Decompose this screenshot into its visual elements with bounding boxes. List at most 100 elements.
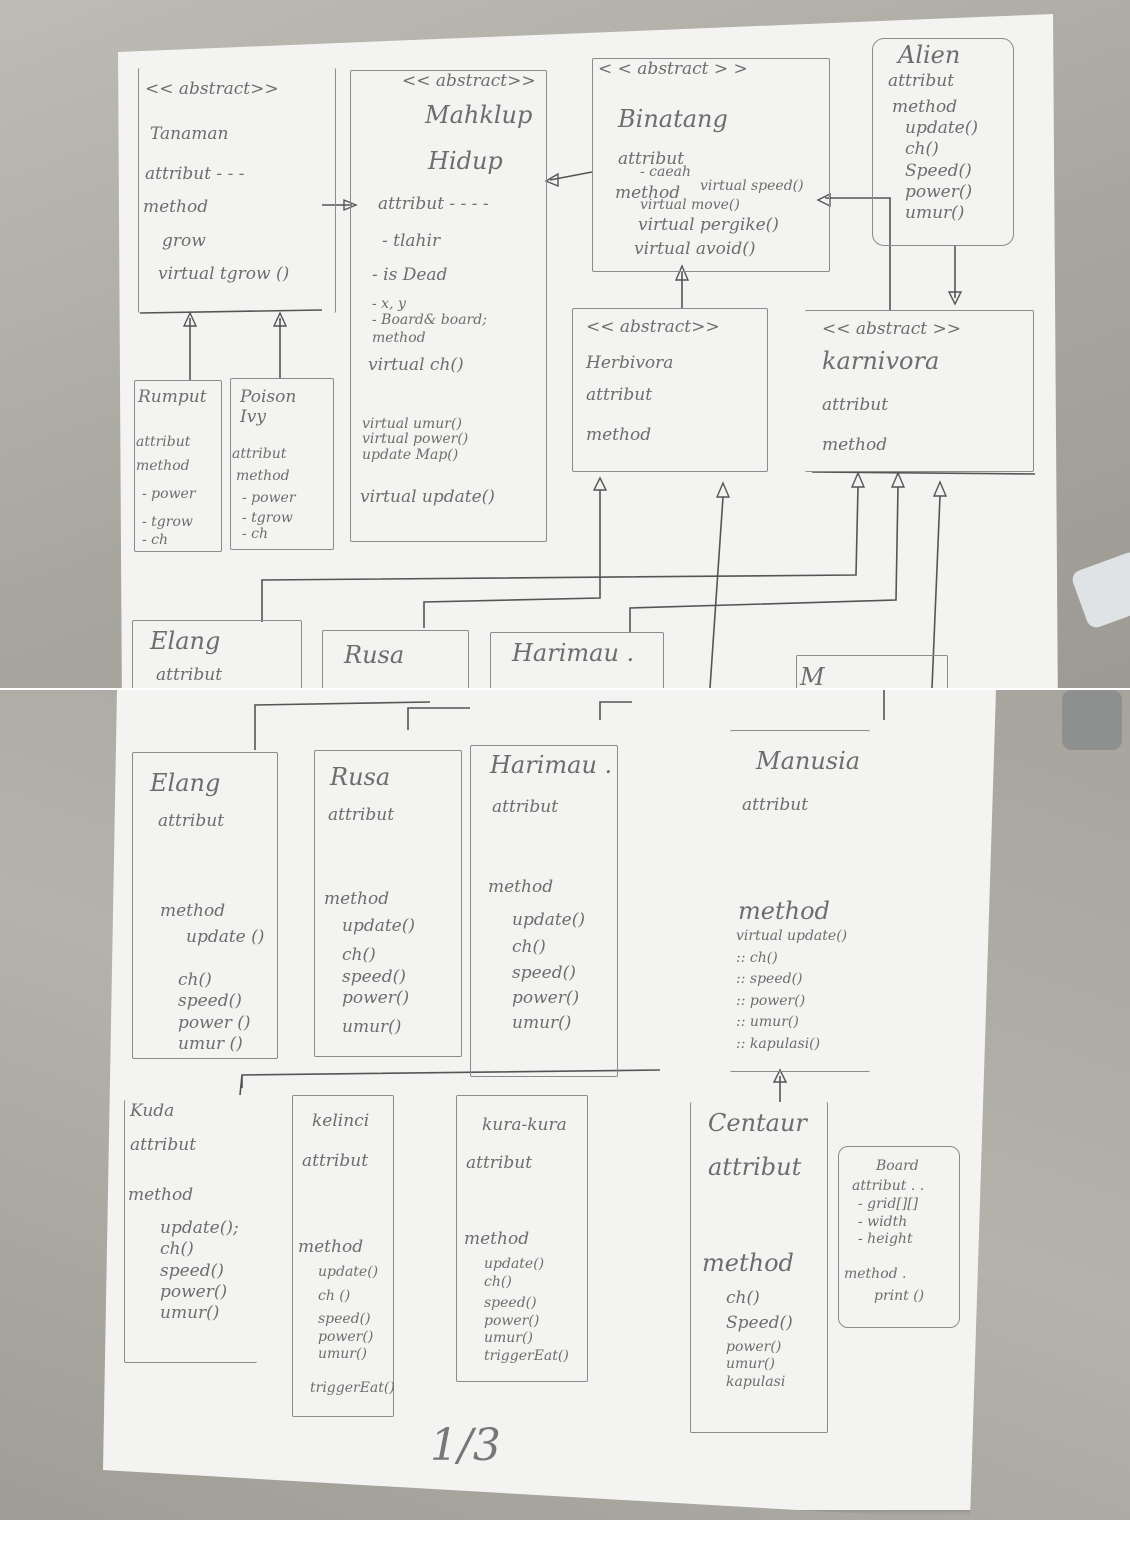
herbivora-attr: attribut (586, 385, 653, 405)
rumput-method: method (136, 458, 190, 474)
kura-methods: update() ch() speed() power() umur() tri… (484, 1256, 569, 1365)
board-attrs: - grid[][] - width - height (858, 1196, 918, 1249)
kura-method-umur: umur() (484, 1330, 533, 1346)
eraser-object-2 (1062, 690, 1122, 750)
kuda-method-speed: speed() (160, 1260, 224, 1281)
harimau-attr: attribut (492, 797, 559, 817)
mahluk-method-ch: virtual ch() (368, 355, 464, 375)
board-method-print: print () (874, 1288, 925, 1304)
mahluk-attr-xy: - x, y (372, 296, 406, 312)
mahluk-attr-tlahir: - tlahir (382, 231, 441, 251)
rusa-method-ch: ch() (342, 945, 376, 966)
harimau-method: method (488, 877, 554, 897)
board-attr-grid: - grid[][] (858, 1196, 919, 1212)
binatang-method-move: virtual move() (640, 197, 740, 213)
harimau-method-speed: speed() (512, 962, 576, 983)
harimau-methods: update() ch() speed() power() umur() (512, 910, 585, 1034)
karnivora-method: method (822, 435, 888, 455)
paper-sheet-bottom (103, 690, 996, 1510)
peek-manusia-name: M (800, 663, 825, 688)
manusia-attr: attribut (742, 795, 809, 815)
kura-method-triggereat: triggerEat() (484, 1347, 569, 1364)
tanaman-grow: grow (162, 231, 206, 251)
bottom-photo: Elang attribut method update () ch() spe… (0, 690, 1130, 1520)
binatang-name: Binatang (618, 105, 728, 133)
binatang-attr-item: - caeah (640, 164, 692, 180)
tanaman-stereotype: << abstract>> (145, 79, 279, 99)
alien-methods: update() ch() Speed() power() umur() (905, 118, 978, 224)
peek-elang-name: Elang (150, 627, 221, 655)
kuda-method-ch: ch() (160, 1239, 194, 1260)
kelinci-method-umur: umur() (318, 1346, 367, 1362)
class-rusa (314, 750, 462, 1057)
centaur-attr: attribut (708, 1153, 802, 1181)
binatang-method-avoid: virtual avoid() (634, 239, 756, 259)
rumput-power: - power (142, 486, 196, 502)
mahluk-method-umur: virtual umur() (362, 416, 462, 432)
alien-method-umur: umur() (905, 203, 965, 223)
manusia-method-power: :: power() (736, 992, 806, 1009)
peek-manusia-box (796, 655, 948, 688)
mahluk-stereotype: << abstract>> (402, 71, 536, 91)
alien-method: method (892, 97, 958, 117)
alien-name: Alien (898, 41, 961, 69)
class-rumput (134, 380, 222, 552)
elang-attr: attribut (158, 811, 225, 831)
board-attr-width: - width (858, 1213, 908, 1230)
board-name: Board (876, 1158, 919, 1174)
class-kuda (124, 1100, 257, 1363)
binatang-method-speed: virtual speed() (700, 178, 804, 194)
peek-elang-attr: attribut (156, 665, 223, 685)
class-tanaman (138, 68, 336, 313)
alien-method-ch: ch() (905, 139, 939, 160)
mahluk-attr-board: - Board& board; (372, 312, 487, 328)
binatang-attr: attribut (618, 149, 685, 169)
manusia-method-kapulasi: :: kapulasi() (736, 1035, 821, 1052)
class-karnivora (805, 310, 1034, 472)
kuda-attr: attribut (130, 1135, 197, 1155)
poison-ch: - ch (242, 526, 269, 542)
manusia-method: method (738, 897, 830, 925)
tanaman-attr: attribut - - - (145, 164, 245, 184)
centaur-method: method (702, 1249, 794, 1277)
kelinci-method-power: power() (318, 1328, 374, 1345)
class-kelinci (292, 1095, 394, 1417)
centaur-method-speed: Speed() (726, 1313, 793, 1334)
rumput-ch: - ch (142, 532, 169, 548)
class-board (838, 1146, 960, 1328)
rusa-method-power: power() (342, 987, 410, 1008)
rusa-method-speed: speed() (342, 966, 406, 987)
class-alien (872, 38, 1014, 246)
board-attr-height: - height (858, 1231, 913, 1247)
mahluk-name-2: Hidup (428, 147, 503, 175)
tanaman-name: Tanaman (150, 124, 229, 144)
karnivora-name: karnivora (822, 347, 940, 375)
class-poison-ivy (230, 378, 334, 550)
poison-tgrow: - tgrow (242, 510, 293, 526)
rusa-method-update: update() (342, 916, 416, 936)
class-centaur (690, 1102, 828, 1433)
elang-method-umur: umur () (178, 1033, 243, 1054)
poison-name: Poison Ivy (240, 387, 297, 427)
mahluk-method-update: virtual update() (360, 487, 495, 507)
peek-harimau-box (490, 632, 664, 688)
kura-name: kura-kura (482, 1115, 567, 1135)
centaur-method-power: power() (726, 1338, 782, 1355)
rusa-method-umur: umur() (342, 1017, 402, 1037)
class-manusia (730, 730, 870, 1072)
kura-method-speed: speed() (484, 1295, 537, 1311)
kura-method-update: update() (484, 1256, 545, 1272)
binatang-stereotype: < < abstract > > (598, 59, 748, 79)
mahluk-attr-isdead: - is Dead (372, 265, 448, 285)
rusa-method: method (324, 889, 390, 909)
herbivora-stereotype: << abstract>> (586, 317, 720, 337)
peek-rusa-box (322, 630, 469, 688)
page-number: 1/3 (430, 1420, 501, 1471)
mahluk-method: method (372, 330, 426, 346)
kelinci-method-speed: speed() (318, 1311, 371, 1327)
poison-power: - power (242, 490, 296, 506)
kelinci-method-triggereat: triggerEat() (310, 1380, 395, 1396)
top-connectors (139, 171, 1036, 688)
board-method: method . (844, 1266, 907, 1282)
herbivora-name: Herbivora (586, 353, 674, 373)
